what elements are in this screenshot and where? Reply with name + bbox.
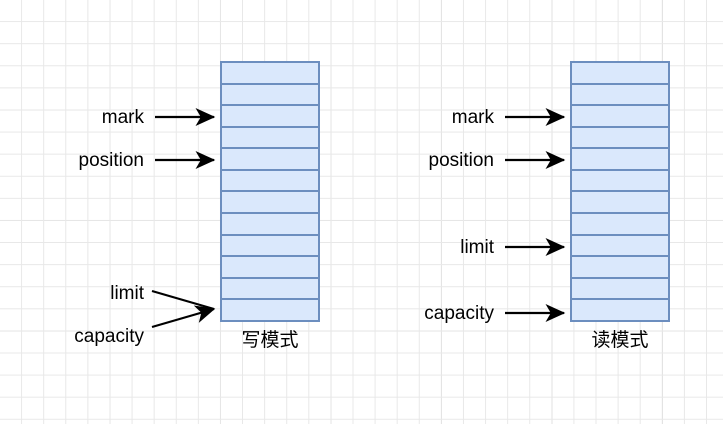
buffer-cell — [222, 192, 318, 215]
arrow-capacity-write — [151, 305, 216, 329]
buffer-cell — [572, 127, 668, 150]
buffer-cell — [222, 106, 318, 128]
buffer-cell — [222, 170, 318, 193]
buffer-cell — [222, 235, 318, 258]
buffer-cell — [572, 235, 668, 258]
buffer-cell — [222, 149, 318, 171]
buffer-cell — [572, 106, 668, 128]
label-mark-read: mark — [451, 107, 494, 128]
buffer-cell — [572, 84, 668, 107]
buffer-cell — [222, 127, 318, 150]
label-position-read: position — [428, 150, 495, 171]
buffer-cell — [222, 63, 318, 85]
buffer-cell — [572, 149, 668, 171]
buffer-cell — [222, 214, 318, 236]
buffer-cell — [572, 214, 668, 236]
buffer-cell — [222, 84, 318, 107]
label-capacity-read: capacity — [424, 303, 494, 324]
buffer-cell — [222, 257, 318, 279]
label-limit-read: limit — [460, 237, 494, 258]
buffer-cell — [572, 300, 668, 320]
buffer-column-write-mode — [220, 61, 320, 322]
label-limit-write: limit — [110, 283, 144, 304]
label-mark-write: mark — [101, 107, 144, 128]
label-capacity-write: capacity — [74, 326, 144, 347]
buffer-column-read-mode — [570, 61, 670, 322]
buffer-cell — [572, 278, 668, 301]
buffer-cell — [572, 192, 668, 215]
buffer-cell — [222, 300, 318, 320]
buffer-cell — [222, 278, 318, 301]
buffer-cell — [572, 257, 668, 279]
buffer-cell — [572, 63, 668, 85]
buffer-cell — [572, 170, 668, 193]
mode-label-read: 读模式 — [591, 330, 649, 351]
arrow-limit-write — [151, 289, 215, 311]
mode-label-write: 写模式 — [241, 330, 299, 351]
label-position-write: position — [78, 150, 145, 171]
